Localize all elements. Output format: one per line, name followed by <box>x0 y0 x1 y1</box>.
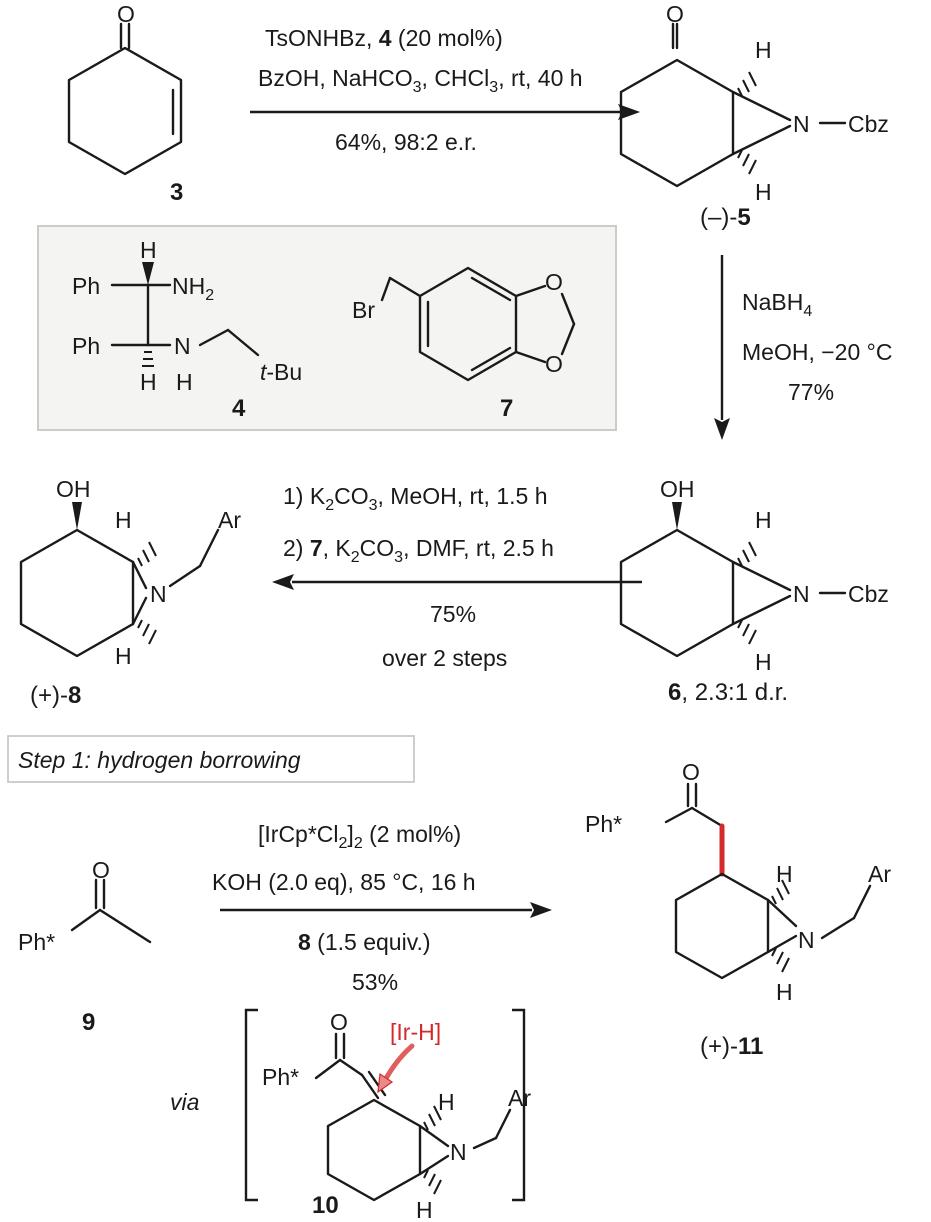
reaction3-line3: 75% <box>430 601 476 627</box>
reaction3-line4: over 2 steps <box>382 645 507 671</box>
atom-o: O <box>545 269 563 295</box>
reaction3-line2: 2) 7, K2CO3, DMF, rt, 2.5 h <box>283 535 554 566</box>
atom-h: H <box>755 507 772 533</box>
group-ph-star: Ph* <box>262 1064 299 1090</box>
group-ph: Ph <box>72 333 100 359</box>
iridium-hydride-label: [Ir-H] <box>390 1019 441 1045</box>
atom-h: H <box>115 507 132 533</box>
atom-n: N <box>450 1139 467 1165</box>
atom-h: H <box>755 37 772 63</box>
atom-h: H <box>776 979 793 1005</box>
compound-3-label: 3 <box>170 179 183 206</box>
compound-8-structure <box>19 502 220 658</box>
compound-3-structure: O <box>67 1 183 176</box>
reaction-arrow-4 <box>220 902 552 918</box>
group-cbz: Cbz <box>848 581 889 607</box>
reaction2-line3: 77% <box>788 379 834 405</box>
compound-8-label: (+)-8 <box>30 682 81 709</box>
compound-10-label: 10 <box>312 1192 339 1219</box>
reaction4-line2: KOH (2.0 eq), 85 °C, 16 h <box>212 869 476 895</box>
atom-h: H <box>755 649 772 675</box>
compound-4-structure <box>110 262 260 367</box>
compound-6-label: 6, 2.3:1 d.r. <box>668 679 788 706</box>
atom-o: O <box>117 1 135 27</box>
compound-9-label: 9 <box>82 1009 95 1036</box>
reaction4-line4: 53% <box>352 969 398 995</box>
compound-9-structure <box>70 878 152 944</box>
atom-h: H <box>140 369 157 395</box>
atom-o: O <box>545 351 563 377</box>
reaction2-line2: MeOH, −20 °C <box>742 339 892 365</box>
atom-h: H <box>438 1089 455 1115</box>
group-nh2: NH2 <box>172 273 214 304</box>
group-ph-star: Ph* <box>18 929 55 955</box>
step-label: Step 1: hydrogen borrowing <box>18 747 301 773</box>
reagent-box <box>37 225 617 431</box>
atom-h: H <box>755 179 772 205</box>
hydride-transfer-arrow <box>377 1043 415 1094</box>
atom-h: H <box>416 1197 433 1222</box>
atom-h: H <box>115 643 132 669</box>
atom-n: N <box>174 333 191 359</box>
atom-n: N <box>150 581 167 607</box>
reaction1-line2: BzOH, NaHCO3, CHCl3, rt, 40 h <box>258 65 583 96</box>
group-ar: Ar <box>508 1085 531 1111</box>
atom-h: H <box>176 369 193 395</box>
reaction-arrow-3 <box>272 574 642 590</box>
compound-4-label: 4 <box>232 395 246 422</box>
bracket-right <box>512 1008 526 1202</box>
step-label-box <box>7 735 415 783</box>
atom-o: O <box>682 759 700 785</box>
reaction4-line3: 8 (1.5 equiv.) <box>298 929 431 955</box>
atom-br: Br <box>352 297 375 323</box>
group-cbz: Cbz <box>848 111 889 137</box>
reaction1-line3: 64%, 98:2 e.r. <box>335 129 477 155</box>
compound-7-label: 7 <box>500 395 513 422</box>
group-oh: OH <box>660 476 695 502</box>
atom-o: O <box>666 1 684 27</box>
reaction4-line1: [IrCp*Cl2]2 (2 mol%) <box>258 821 461 852</box>
reaction-arrow-1 <box>250 104 640 120</box>
group-ph: Ph <box>72 273 100 299</box>
bracket-left <box>244 1008 258 1202</box>
reaction1-line1: TsONHBz, 4 (20 mol%) <box>265 25 503 51</box>
compound-11-label: (+)-11 <box>700 1033 763 1060</box>
compound-10-structure <box>314 1032 512 1202</box>
atom-h: H <box>140 237 157 263</box>
compound-5-label: (–)-5 <box>700 204 751 231</box>
reaction3-line1: 1) K2CO3, MeOH, rt, 1.5 h <box>283 483 548 514</box>
reaction2-line1: NaBH4 <box>742 289 812 320</box>
compound-11-structure <box>664 782 872 980</box>
atom-o: O <box>92 857 110 883</box>
reaction-arrow-2 <box>714 255 730 440</box>
group-ar: Ar <box>868 861 891 887</box>
atom-n: N <box>798 927 815 953</box>
group-ph-star: Ph* <box>585 811 622 837</box>
compound-7-structure <box>380 266 576 382</box>
group-oh: OH <box>56 476 91 502</box>
atom-o: O <box>330 1009 348 1035</box>
group-tbu: t-Bu <box>260 359 302 385</box>
atom-n: N <box>793 111 810 137</box>
atom-n: N <box>793 581 810 607</box>
compound-6-structure <box>619 502 847 658</box>
atom-h: H <box>776 861 793 887</box>
compound-5-structure <box>619 22 847 188</box>
via-label: via <box>170 1089 199 1115</box>
group-ar: Ar <box>218 507 241 533</box>
